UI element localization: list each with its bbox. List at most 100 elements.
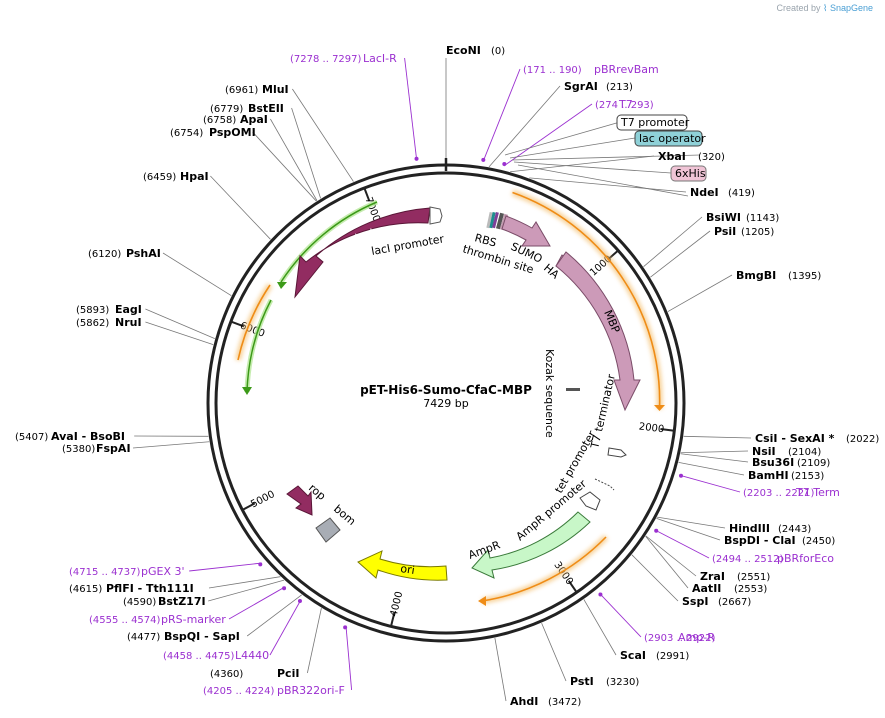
enzyme-leader	[680, 453, 749, 463]
enzyme-name[interactable]: BspDI - ClaI	[724, 534, 796, 547]
enzyme-name[interactable]: BstZ17I	[158, 595, 206, 608]
enzyme-leader	[145, 308, 215, 339]
enzyme-name[interactable]: AhdI	[510, 695, 538, 708]
enzyme-name[interactable]: Bsu36I	[752, 456, 794, 469]
enzyme-name[interactable]: MluI	[262, 83, 289, 96]
enzyme-position: (213)	[606, 82, 633, 93]
lac-operator-label: lac operator	[639, 132, 706, 145]
enzyme-name[interactable]: PsiI	[714, 225, 736, 238]
orf-mbp-arrowhead	[654, 405, 665, 411]
primer-name[interactable]: pBRforEco	[777, 552, 834, 565]
primer-name[interactable]: pBR322ori-F	[277, 684, 345, 697]
enzyme-name[interactable]: BstEII	[248, 102, 284, 115]
rbs-label: RBS	[473, 231, 498, 249]
t7-promoter-label: T7 promoter	[620, 116, 690, 129]
laci-feature[interactable]	[294, 207, 431, 299]
his-tag-box[interactable]	[670, 165, 707, 182]
ori-feature[interactable]	[357, 550, 448, 581]
primer-range: (2494 .. 2512)	[712, 554, 784, 565]
enzyme-name[interactable]: PshAI	[126, 247, 161, 260]
enzyme-name[interactable]: BspQI - SapI	[164, 630, 240, 643]
tick-5000	[241, 502, 256, 511]
enzyme-name[interactable]: PstI	[570, 675, 594, 688]
mbp-feature[interactable]	[555, 251, 641, 412]
primer-leader	[269, 599, 302, 656]
kozak-feature[interactable]	[566, 388, 580, 391]
enzyme-leader	[246, 594, 302, 637]
enzyme-name[interactable]: EagI	[115, 303, 142, 316]
enzyme-name[interactable]: ZraI	[700, 570, 725, 583]
enzyme-position: (4477)	[127, 632, 160, 643]
enzyme-name[interactable]: BsiWI	[706, 211, 741, 224]
t7-promoter-box[interactable]	[616, 114, 688, 131]
enzyme-position: (6758)	[203, 115, 236, 126]
rop-feature[interactable]	[286, 485, 313, 516]
enzyme-name[interactable]: HpaI	[180, 170, 209, 183]
ori-label: ori	[400, 562, 416, 577]
primer-leader	[404, 57, 418, 161]
enzyme-name[interactable]: NsiI	[752, 445, 776, 458]
enzyme-position: (6120)	[88, 249, 121, 260]
enzyme-name[interactable]: SgrAI	[564, 80, 598, 93]
backbone	[206, 158, 686, 643]
enzyme-position: (5380)	[62, 444, 95, 455]
primer-name[interactable]: pBRrevBam	[594, 63, 659, 76]
enzyme-position: (4590)	[123, 597, 156, 608]
enzyme-position: (1143)	[746, 213, 779, 224]
laci-promoter-arrow[interactable]	[429, 206, 443, 225]
primer-leader	[228, 586, 286, 620]
enzyme-name[interactable]: AatII	[692, 582, 721, 595]
primer-name[interactable]: Amp-R	[678, 631, 715, 644]
primer-range: (7278 .. 7297)	[290, 54, 362, 65]
enzyme-name[interactable]: ScaI	[620, 649, 646, 662]
t7-terminator-feature[interactable]	[607, 447, 627, 458]
credit-prefix: Created by	[776, 3, 821, 13]
enzyme-name[interactable]: HindIII	[729, 522, 770, 535]
primer-site-marker	[481, 157, 486, 162]
primer-name[interactable]: pGEX 3'	[141, 565, 185, 578]
enzyme-name[interactable]: PflFI - Tth111I	[106, 582, 194, 595]
enzyme-leader	[252, 131, 317, 202]
lac-operator-box[interactable]	[634, 130, 703, 147]
sumo-feature[interactable]	[501, 215, 551, 247]
enzyme-leader	[494, 637, 507, 702]
enzyme-name[interactable]: NruI	[115, 316, 142, 329]
primer-range: (274 .. 293)	[595, 100, 654, 111]
enzyme-name[interactable]: XbaI	[658, 150, 686, 163]
enzyme-position: (6779)	[210, 104, 243, 115]
enzyme-name[interactable]: PciI	[277, 667, 299, 680]
enzyme-name[interactable]: NdeI	[690, 186, 719, 199]
primer-name[interactable]: T7	[618, 98, 633, 111]
primer-name[interactable]: LacI-R	[363, 52, 397, 65]
enzyme-position: (2991)	[656, 651, 689, 662]
primer-name[interactable]: T7 Term	[795, 486, 840, 499]
enzyme-position: (3230)	[606, 677, 639, 688]
enzyme-position: (419)	[728, 188, 755, 199]
enzyme-name[interactable]: BamHI	[748, 469, 789, 482]
enzyme-name[interactable]: PspOMI	[209, 126, 256, 139]
ampr-promoter-feature[interactable]	[579, 491, 601, 511]
primer-name[interactable]: pRS-marker	[161, 613, 226, 626]
bom-feature[interactable]	[315, 517, 341, 543]
primer-range: (4205 .. 4224)	[203, 686, 275, 697]
enzyme-name[interactable]: EcoNI	[446, 44, 481, 57]
primer-leader	[503, 103, 593, 167]
enzyme-position: (1205)	[741, 227, 774, 238]
enzyme-position: (2450)	[802, 536, 835, 547]
enzyme-leader	[656, 517, 721, 541]
primer-name[interactable]: L4440	[235, 649, 269, 662]
enzyme-name[interactable]: SspI	[682, 595, 708, 608]
tet-promoter-feature[interactable]	[594, 478, 615, 491]
enzyme-name[interactable]: FspAI	[96, 442, 131, 455]
enzyme-name[interactable]: AvaI - BsoBI	[51, 430, 125, 443]
enzyme-position: (5862)	[76, 318, 109, 329]
enzyme-position: (3472)	[548, 697, 581, 708]
orf-mbp-arc	[512, 191, 661, 410]
ampr-feature[interactable]	[471, 511, 591, 579]
enzyme-name[interactable]: CsiI - SexAI *	[755, 432, 835, 445]
enzyme-position: (2551)	[737, 572, 770, 583]
snapgene-logo: ⌇	[823, 3, 828, 13]
enzyme-name[interactable]: ApaI	[240, 113, 268, 126]
enzyme-name[interactable]: BmgBI	[736, 269, 776, 282]
